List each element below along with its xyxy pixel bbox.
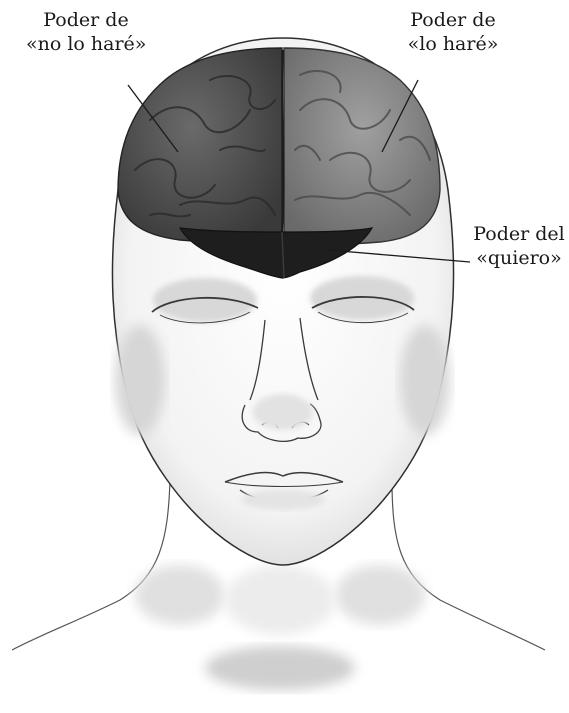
label-lo-hare-line2: «lo haré» <box>398 32 508 56</box>
label-quiero-line1: Poder del <box>470 222 568 246</box>
label-no-lo-hare-line2: «no lo haré» <box>26 32 146 56</box>
left-hemisphere <box>118 48 282 246</box>
label-quiero: Poder del «quiero» <box>470 222 568 270</box>
label-no-lo-hare-line1: Poder de <box>26 8 146 32</box>
label-quiero-line2: «quiero» <box>470 246 568 270</box>
label-no-lo-hare: Poder de «no lo haré» <box>26 8 146 56</box>
label-lo-hare: Poder de «lo haré» <box>398 8 508 56</box>
label-lo-hare-line1: Poder de <box>398 8 508 32</box>
